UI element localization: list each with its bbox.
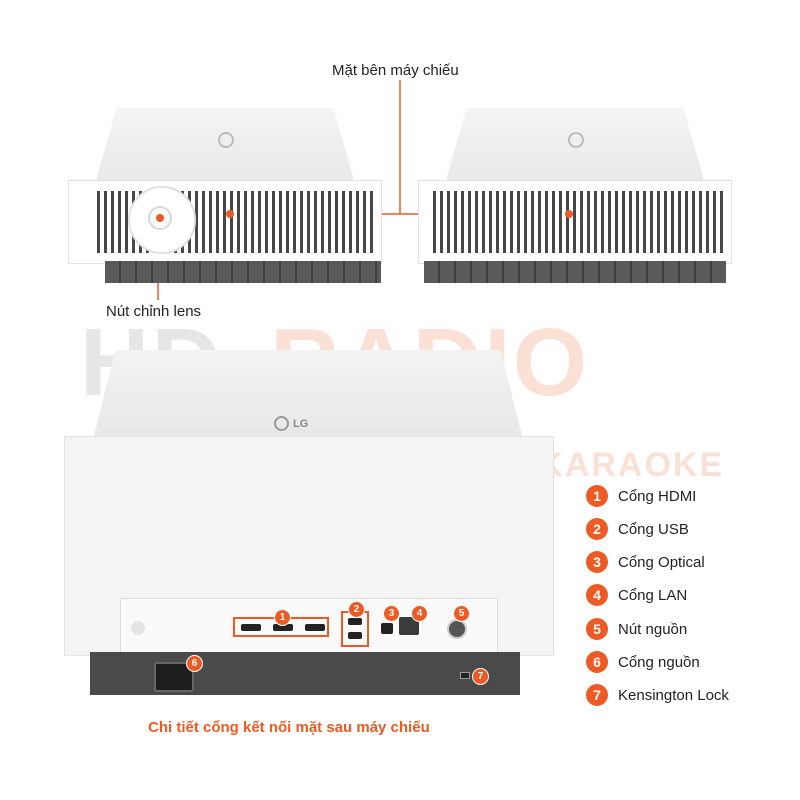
callout-4: 4 [411, 605, 428, 622]
kensington-lock [460, 672, 470, 679]
legend-item: 1 Cổng HDMI [586, 485, 696, 507]
lg-logo-icon [568, 132, 584, 148]
hdmi-port [305, 624, 325, 631]
legend-text: Nút nguồn [618, 620, 688, 638]
legend-number-badge: 1 [586, 485, 608, 507]
brand-logo: LG [293, 417, 309, 430]
lens-knob [128, 186, 196, 254]
status-indicator [131, 621, 145, 635]
projector-left-view [68, 108, 382, 283]
lan-port [399, 617, 419, 635]
legend-item: 4 Cổng LAN [586, 584, 687, 606]
rear-base: 6 7 [90, 652, 520, 695]
caption: Chi tiết cổng kết nối mặt sau máy chiếu [148, 719, 430, 736]
legend-item: 2 Cổng USB [586, 518, 689, 540]
callout-1: 1 [274, 609, 291, 626]
legend-item: 3 Cổng Optical [586, 551, 705, 573]
legend-item: 6 Cổng nguồn [586, 651, 700, 673]
legend-text: Cổng Optical [618, 553, 705, 571]
legend-number-badge: 6 [586, 651, 608, 673]
legend-number-badge: 2 [586, 518, 608, 540]
legend-text: Cổng USB [618, 520, 689, 538]
usb-port [348, 618, 362, 625]
legend-item: 7 Kensington Lock [586, 684, 729, 706]
hdmi-port [241, 624, 261, 631]
legend-number-badge: 4 [586, 584, 608, 606]
callout-5: 5 [453, 605, 470, 622]
hdmi-port [273, 624, 293, 631]
legend-text: Cổng HDMI [618, 487, 697, 505]
legend-text: Kensington Lock [618, 686, 729, 704]
callout-2: 2 [348, 601, 365, 618]
callout-6: 6 [186, 655, 203, 672]
side-view-label: Mặt bên máy chiếu [332, 62, 459, 79]
callout-3: 3 [383, 605, 400, 622]
legend-text: Cổng LAN [618, 586, 688, 604]
projector-rear-view: LG 1 2 3 4 5 6 7 [64, 350, 554, 695]
optical-port [381, 623, 393, 634]
legend-text: Cổng nguồn [618, 653, 700, 671]
lens-knob-label: Nút chỉnh lens [106, 303, 202, 320]
power-button [447, 619, 467, 639]
usb-port [348, 632, 362, 639]
lg-logo-icon [274, 416, 289, 431]
legend-number-badge: 7 [586, 684, 608, 706]
projector-right-view [418, 108, 732, 283]
legend-number-badge: 3 [586, 551, 608, 573]
legend-item: 5 Nút nguồn [586, 618, 687, 640]
lg-logo-icon [218, 132, 234, 148]
rear-port-panel: 1 2 3 4 5 [120, 598, 498, 656]
legend-number-badge: 5 [586, 618, 608, 640]
callout-7: 7 [472, 668, 489, 685]
